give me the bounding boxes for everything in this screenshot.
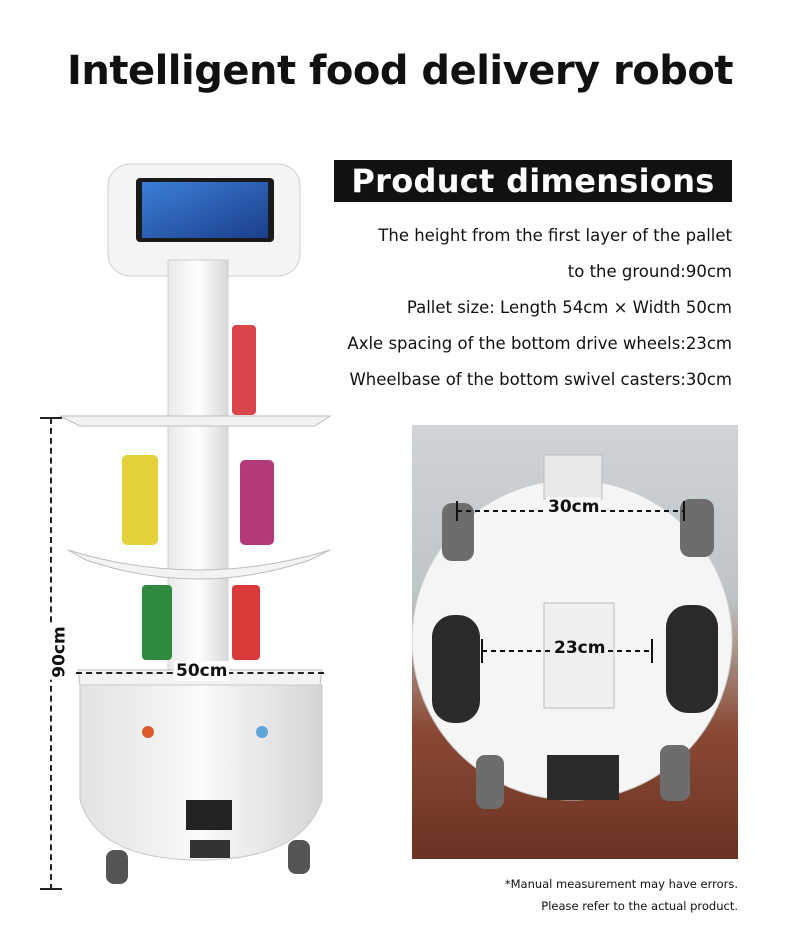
robot-drawing xyxy=(59,163,332,884)
caster-spacing-label: 30cm xyxy=(546,497,602,517)
page-title: Intelligent food delivery robot xyxy=(66,48,734,94)
dimension-tick xyxy=(40,417,62,419)
spec-line: Axle spacing of the bottom drive wheels:… xyxy=(347,334,732,353)
drive-wheel-spacing-label: 23cm xyxy=(552,638,608,658)
dimension-tick xyxy=(40,888,62,890)
spec-line: The height from the first layer of the p… xyxy=(378,226,732,245)
spec-line: Wheelbase of the bottom swivel casters:3… xyxy=(349,370,732,389)
height-label: 90cm xyxy=(49,624,70,680)
width-label: 50cm xyxy=(174,661,230,681)
disclaimer-note: *Manual measurement may have errors. xyxy=(504,877,738,891)
underside-photo: 30cm 23cm xyxy=(412,425,738,859)
section-banner: Product dimensions xyxy=(334,160,732,202)
robot-illustration: 90cm 50cm xyxy=(40,160,350,900)
spec-line: to the ground:90cm xyxy=(567,262,732,281)
disclaimer-note: Please refer to the actual product. xyxy=(541,899,738,913)
spec-line: Pallet size: Length 54cm × Width 50cm xyxy=(406,298,732,317)
